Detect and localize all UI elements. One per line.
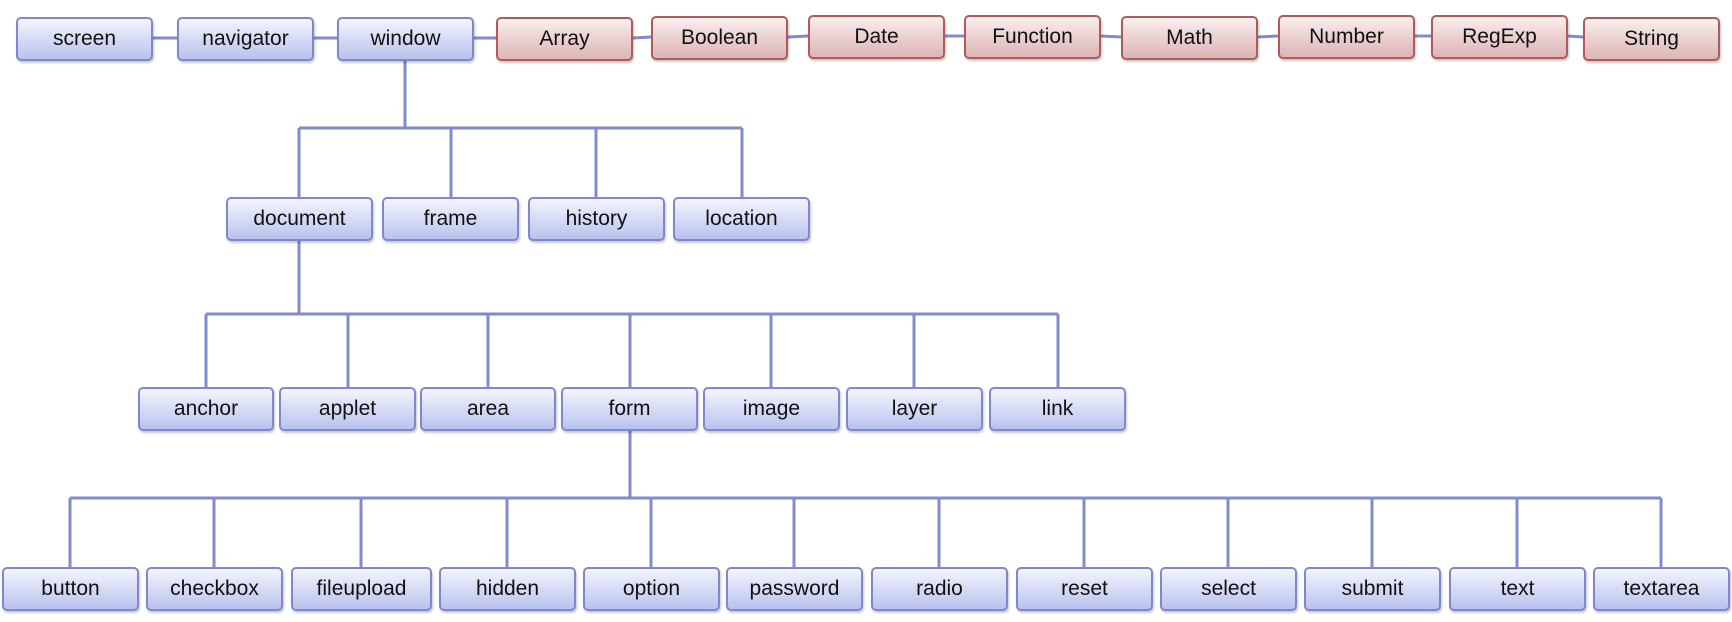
node-password: password [726, 567, 863, 611]
node-text: text [1449, 567, 1586, 611]
node-area: area [420, 387, 556, 431]
node-submit: submit [1304, 567, 1441, 611]
node-document: document [226, 197, 373, 241]
node-image: image [703, 387, 840, 431]
node-history: history [528, 197, 665, 241]
node-date: Date [808, 15, 945, 59]
node-select: select [1160, 567, 1297, 611]
node-regexp: RegExp [1431, 15, 1568, 59]
node-link: link [989, 387, 1126, 431]
connector [632, 35, 652, 40]
node-array: Array [496, 17, 633, 61]
node-checkbox: checkbox [146, 567, 283, 611]
node-fileupload: fileupload [291, 567, 432, 611]
node-applet: applet [279, 387, 416, 431]
node-hidden: hidden [439, 567, 576, 611]
connector [1257, 34, 1279, 39]
node-location: location [673, 197, 810, 241]
connector [787, 34, 809, 39]
node-screen: screen [16, 17, 153, 61]
node-button: button [2, 567, 139, 611]
connector [1567, 34, 1584, 39]
node-boolean: Boolean [651, 16, 788, 60]
node-string: String [1583, 17, 1720, 61]
node-reset: reset [1016, 567, 1153, 611]
node-frame: frame [382, 197, 519, 241]
node-layer: layer [846, 387, 983, 431]
node-textarea: textarea [1593, 567, 1730, 611]
node-anchor: anchor [138, 387, 274, 431]
node-navigator: navigator [177, 17, 314, 61]
node-window: window [337, 17, 474, 61]
node-number: Number [1278, 15, 1415, 59]
node-math: Math [1121, 16, 1258, 60]
node-option: option [583, 567, 720, 611]
node-radio: radio [871, 567, 1008, 611]
node-function: Function [964, 15, 1101, 59]
connector [1100, 34, 1122, 39]
node-form: form [561, 387, 698, 431]
